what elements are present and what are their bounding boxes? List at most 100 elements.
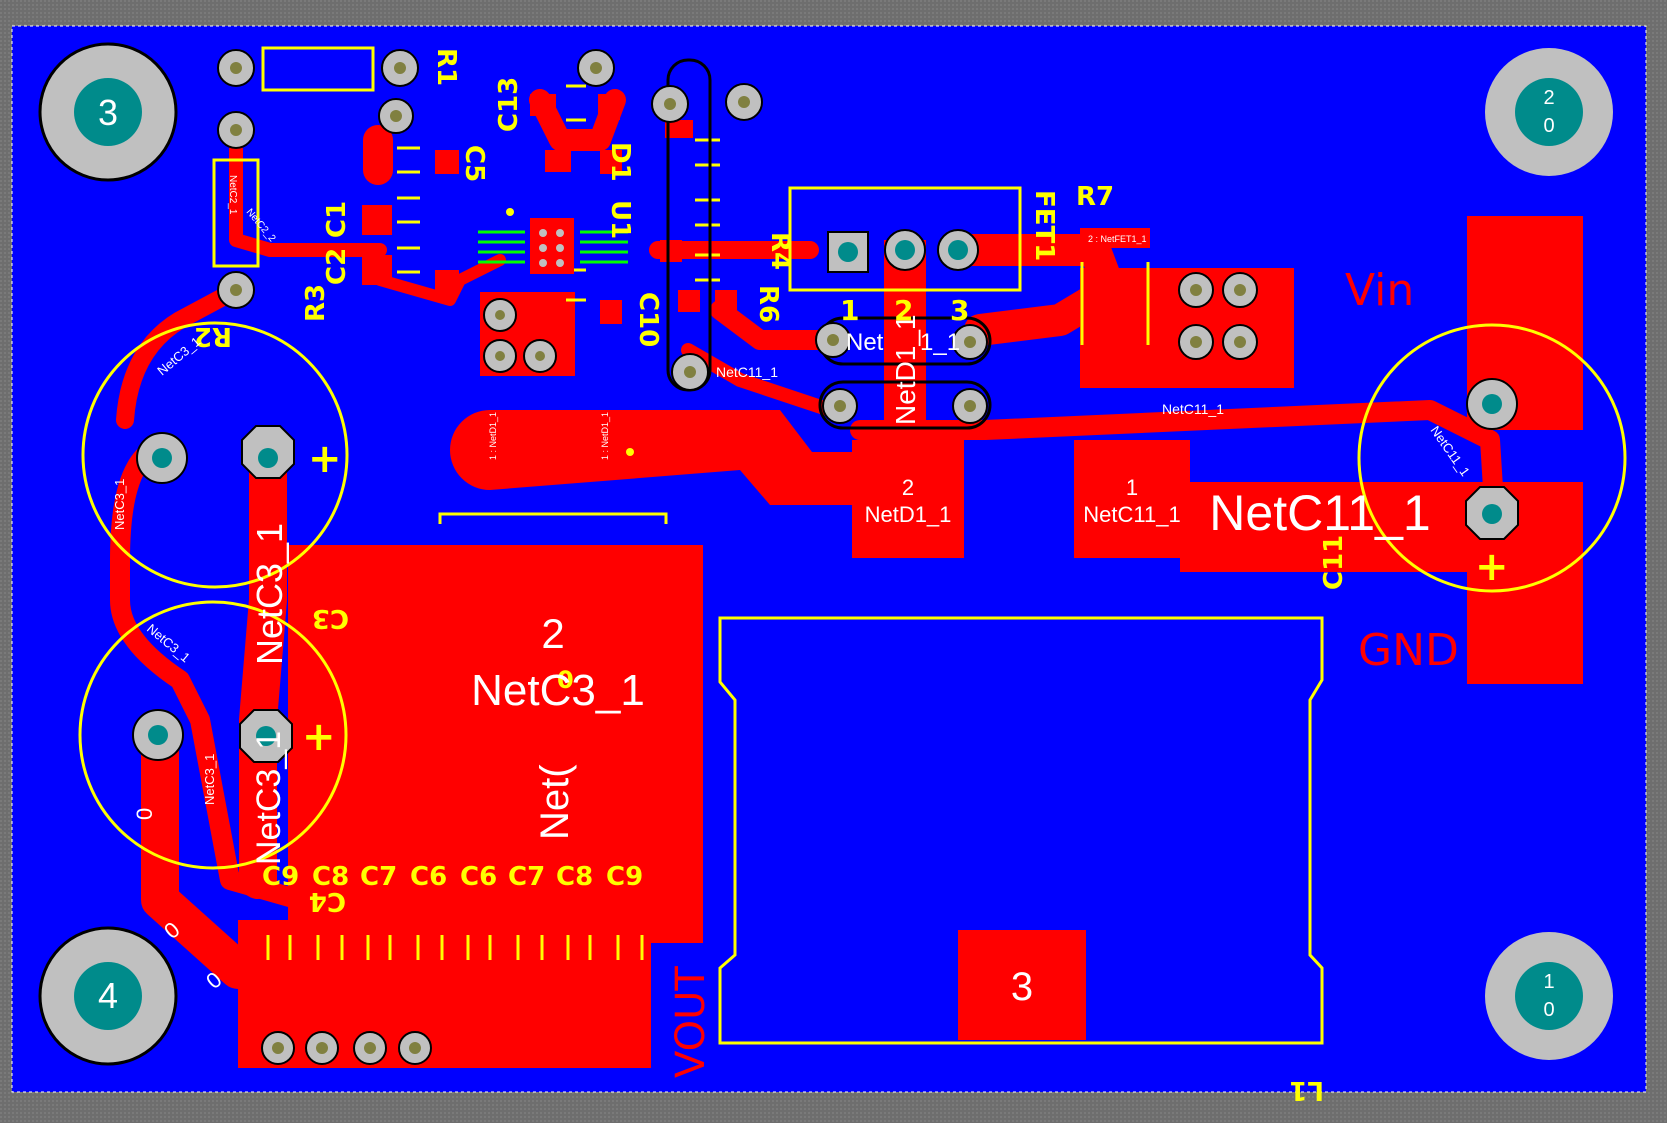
vout-label: VOUT	[668, 966, 714, 1078]
trace-r6	[710, 300, 840, 350]
l1-pin3-pad	[958, 930, 1086, 1040]
refdes-c10: C10	[633, 292, 663, 347]
refdes-r2: R2	[194, 321, 232, 351]
netd1-small-2: 1 : NetD1_1	[600, 412, 610, 460]
refdes-r4: R4	[765, 232, 795, 270]
c3-plus-1: +	[308, 436, 342, 482]
trace-netc11-2	[681, 343, 837, 417]
c3-big-net: NetC3_1	[471, 666, 645, 715]
netc3-small-2: NetC3_1	[112, 479, 127, 530]
net-partial-2: 1_1	[920, 329, 960, 356]
l1-pin3-num: 3	[1011, 965, 1033, 1009]
d1-pad-net: NetD1_1	[865, 502, 952, 527]
mount-hole-4-label: 4	[98, 975, 118, 1016]
refdes-l1: L1	[1289, 1075, 1324, 1105]
r1-outline	[261, 46, 375, 92]
refdes-r7: R7	[1076, 182, 1114, 212]
silkscreen-layer	[78, 46, 1627, 1045]
trace-netc3-top	[116, 281, 245, 429]
l1-outline	[718, 616, 1324, 1045]
trace-netc2	[229, 143, 387, 257]
smd-pads	[362, 94, 1152, 380]
u1-pin1-marker	[506, 208, 514, 216]
pin1-marker	[626, 448, 634, 456]
refdes-r3: R3	[301, 284, 331, 322]
top-copper-traces	[110, 89, 1505, 989]
netc11-trace-label: NetC11_1	[1162, 401, 1224, 417]
fet-pin-1: 1	[840, 294, 859, 327]
vin-label: Vin	[1345, 265, 1414, 316]
through-hole-pads	[132, 49, 1519, 1065]
refdes-c4: C4	[309, 886, 346, 916]
netd1-vertical-label: NetD1_1	[890, 314, 921, 425]
c3-plus-2: +	[302, 714, 336, 760]
refdes-c5: C5	[459, 145, 489, 182]
trace-netc11	[850, 400, 1505, 530]
netd1-small-1: 1 : NetD1_1	[488, 412, 498, 460]
netc2-small-1: NetC2_1	[227, 175, 238, 215]
refdes-fet1: FET1	[1029, 190, 1059, 261]
cap-row-labels: C9 C8 C7 C6 C6 C7 C8 C9	[262, 862, 643, 892]
netc3-small-4: NetC3_1	[202, 754, 217, 805]
refdes-c9-ref: 0	[557, 666, 574, 694]
trace-netc3-left	[141, 721, 257, 989]
refdes-r1: R1	[431, 48, 461, 86]
refdes-c11: C11	[1319, 535, 1349, 590]
netc3-copper-area	[288, 545, 703, 943]
fet-pin-2: 2	[894, 294, 913, 327]
zero-label-a: 0	[132, 808, 157, 820]
refdes-c1: C1	[322, 201, 352, 238]
refdes-d1: D1	[605, 142, 635, 182]
svg-text:C8: C8	[312, 862, 349, 892]
mount-hole-3-label: 3	[98, 92, 118, 133]
c11-pad-net: NetC11_1	[1083, 502, 1180, 527]
mount-hole-2-label: 2	[1543, 87, 1554, 109]
c3-outline-2	[78, 600, 348, 870]
mount-hole-1-label: 1	[1543, 971, 1554, 993]
d1-body-copper	[450, 410, 852, 505]
c11-big-net: NetC11_1	[1209, 485, 1430, 541]
c9-arc	[438, 512, 668, 524]
d1-pin2-pad	[852, 440, 964, 558]
d1-pad-num: 2	[902, 475, 914, 500]
svg-text:C7: C7	[360, 862, 397, 892]
c11-pin1-pad	[1074, 440, 1190, 558]
svg-text:C9: C9	[262, 862, 299, 892]
trace-netc3-snake	[110, 440, 310, 910]
svg-text:C6: C6	[410, 862, 447, 892]
netc3-vertical-label-2: NetC3_1	[250, 731, 288, 865]
refdes-c3: C3	[312, 603, 349, 633]
refdes-u1: U1	[605, 200, 635, 239]
trace-fet-drain	[939, 234, 1126, 346]
u1-footprint	[478, 218, 628, 274]
mount-hole-2-sub: 0	[1543, 115, 1554, 137]
r2-outline	[212, 158, 260, 268]
u1-thermal-pad	[530, 218, 574, 274]
gnd-label: GND	[1358, 625, 1459, 676]
refdes-r6: R6	[753, 285, 783, 323]
c11-pad-num: 1	[1126, 475, 1138, 500]
net-partial-1: Net	[846, 329, 884, 356]
netfet-small: 2 : NetFET1_1	[1088, 234, 1147, 244]
fet-pin-3: 3	[950, 294, 969, 327]
netc3-vertical-label: NetC3_1	[249, 523, 290, 665]
c11-outline	[1357, 323, 1627, 593]
svg-text:C9: C9	[606, 862, 643, 892]
refdes-c2: C2	[322, 248, 352, 285]
fet-pin-outlines	[666, 58, 992, 430]
c11-plus: +	[1475, 544, 1509, 590]
c3-pad-num: 2	[541, 610, 564, 657]
svg-text:C7: C7	[508, 862, 545, 892]
svg-text:C8: C8	[556, 862, 593, 892]
trace-netc3-vertical	[239, 441, 287, 899]
c3-partial-net: Net(	[533, 764, 577, 840]
svg-text:C6: C6	[460, 862, 497, 892]
c3-outline-1	[81, 321, 349, 589]
mount-hole-1-sub: 0	[1543, 999, 1554, 1021]
refdes-c13: C13	[494, 77, 524, 132]
mounting-holes	[38, 42, 1613, 1066]
netc11-trace-label-2: NetC11_1	[716, 364, 778, 380]
fet1-outline	[788, 186, 1022, 292]
